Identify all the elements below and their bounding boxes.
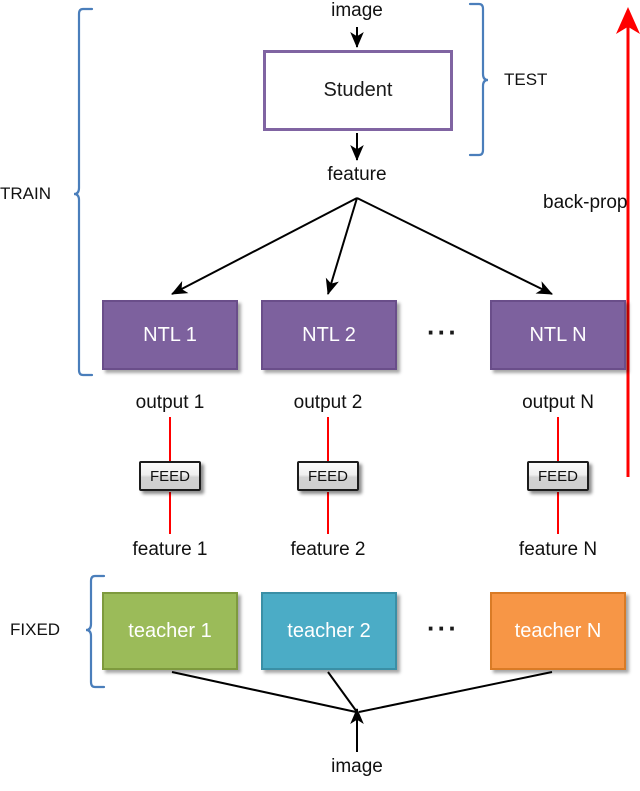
- feed-button-n-label: FEED: [537, 467, 578, 485]
- ntl-box-2[interactable]: NTL 2: [261, 300, 397, 370]
- label-back-prop: back-prop: [543, 192, 628, 213]
- bracket-label-test: TEST: [504, 70, 548, 89]
- label-feature-1: feature 1: [132, 539, 208, 560]
- feed-button-1-label: FEED: [149, 467, 190, 485]
- red-connector-output-2: [327, 417, 329, 461]
- line-teacher-n-to-junction: [358, 671, 553, 713]
- ellipsis-ntl-row: ···: [427, 317, 459, 347]
- feed-button-1[interactable]: FEED: [139, 461, 201, 491]
- feed-button-2-label: FEED: [307, 467, 348, 485]
- ntl-box-1-label: NTL 1: [143, 323, 197, 346]
- label-output-2: output 2: [293, 392, 363, 413]
- bracket-label-train: TRAIN: [0, 184, 51, 203]
- line-teacher-2-to-junction: [327, 671, 358, 713]
- bracket-test: [468, 2, 489, 157]
- red-connector-output-n: [557, 417, 559, 461]
- label-image-bottom: image: [331, 756, 383, 777]
- red-connector-feature-1: [169, 492, 171, 534]
- bracket-label-fixed: FIXED: [10, 620, 61, 639]
- red-connector-feature-2: [327, 492, 329, 534]
- teacher-box-1-label: teacher 1: [128, 619, 212, 642]
- teacher-box-2[interactable]: teacher 2: [261, 592, 397, 670]
- label-output-1: output 1: [135, 392, 205, 413]
- label-feature: feature: [327, 164, 387, 185]
- ntl-box-2-label: NTL 2: [302, 323, 356, 346]
- feed-button-2[interactable]: FEED: [297, 461, 359, 491]
- ntl-box-n-label: NTL N: [529, 323, 587, 346]
- ellipsis-teacher-row: ···: [427, 613, 459, 643]
- label-image-top: image: [331, 0, 383, 21]
- red-connector-feature-n: [557, 492, 559, 534]
- line-teacher-1-to-junction: [171, 671, 357, 713]
- red-connector-output-1: [169, 417, 171, 461]
- arrow-feature-to-ntl-1: [171, 197, 358, 295]
- bracket-train: [73, 7, 94, 377]
- arrow-feature-to-ntl-n: [356, 197, 553, 295]
- arrow-feature-to-ntl-2: [325, 197, 358, 295]
- label-feature-2: feature 2: [290, 539, 366, 560]
- label-feature-n: feature N: [518, 539, 598, 560]
- teacher-box-n[interactable]: teacher N: [490, 592, 626, 670]
- student-box[interactable]: Student: [263, 50, 453, 131]
- teacher-box-1[interactable]: teacher 1: [102, 592, 238, 670]
- ntl-box-n[interactable]: NTL N: [490, 300, 626, 370]
- label-output-n: output N: [522, 392, 594, 413]
- feed-button-n[interactable]: FEED: [527, 461, 589, 491]
- teacher-box-2-label: teacher 2: [287, 619, 371, 642]
- teacher-box-n-label: teacher N: [514, 619, 602, 642]
- student-box-label: Student: [323, 79, 393, 101]
- ntl-box-1[interactable]: NTL 1: [102, 300, 238, 370]
